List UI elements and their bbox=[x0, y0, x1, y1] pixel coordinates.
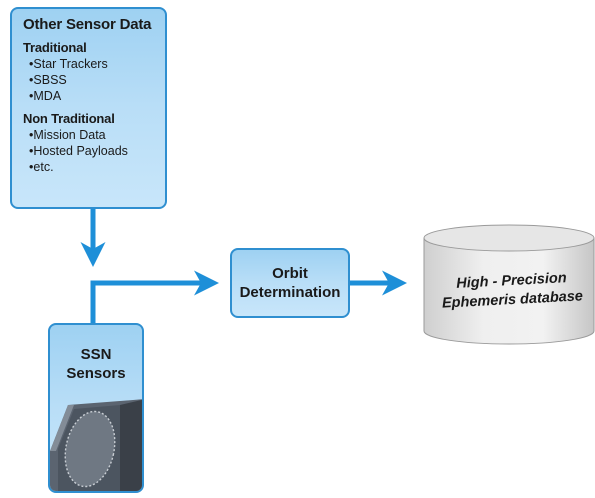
orbit-label-line2: Determination bbox=[239, 284, 341, 301]
other-sensor-data-title: Other Sensor Data bbox=[23, 16, 152, 33]
other-sensor-data-box: Other Sensor Data Traditional Star Track… bbox=[10, 7, 167, 209]
arrow-junction-to-orbit bbox=[90, 270, 219, 323]
traditional-heading: Traditional bbox=[23, 40, 87, 55]
ssn-sensors-box: SSN Sensors bbox=[48, 323, 144, 493]
list-item: Star Trackers bbox=[29, 56, 165, 72]
traditional-list: Star Trackers SBSS MDA bbox=[23, 56, 165, 104]
non-traditional-list: Mission Data Hosted Payloads etc. bbox=[23, 127, 165, 175]
non-traditional-heading: Non Traditional bbox=[23, 111, 115, 126]
ssn-label-line2: Sensors bbox=[66, 365, 126, 382]
database-label-line1: High - Precision bbox=[455, 270, 568, 292]
list-item: Mission Data bbox=[29, 127, 165, 143]
ssn-sensors-label: SSN Sensors bbox=[50, 345, 142, 383]
list-item: MDA bbox=[29, 88, 165, 104]
list-item: etc. bbox=[29, 159, 165, 175]
list-item: Hosted Payloads bbox=[29, 143, 165, 159]
ssn-label-line1: SSN bbox=[80, 346, 112, 363]
radar-array-icon bbox=[50, 399, 142, 491]
list-item: SBSS bbox=[29, 72, 165, 88]
orbit-label-line1: Orbit bbox=[272, 265, 308, 282]
